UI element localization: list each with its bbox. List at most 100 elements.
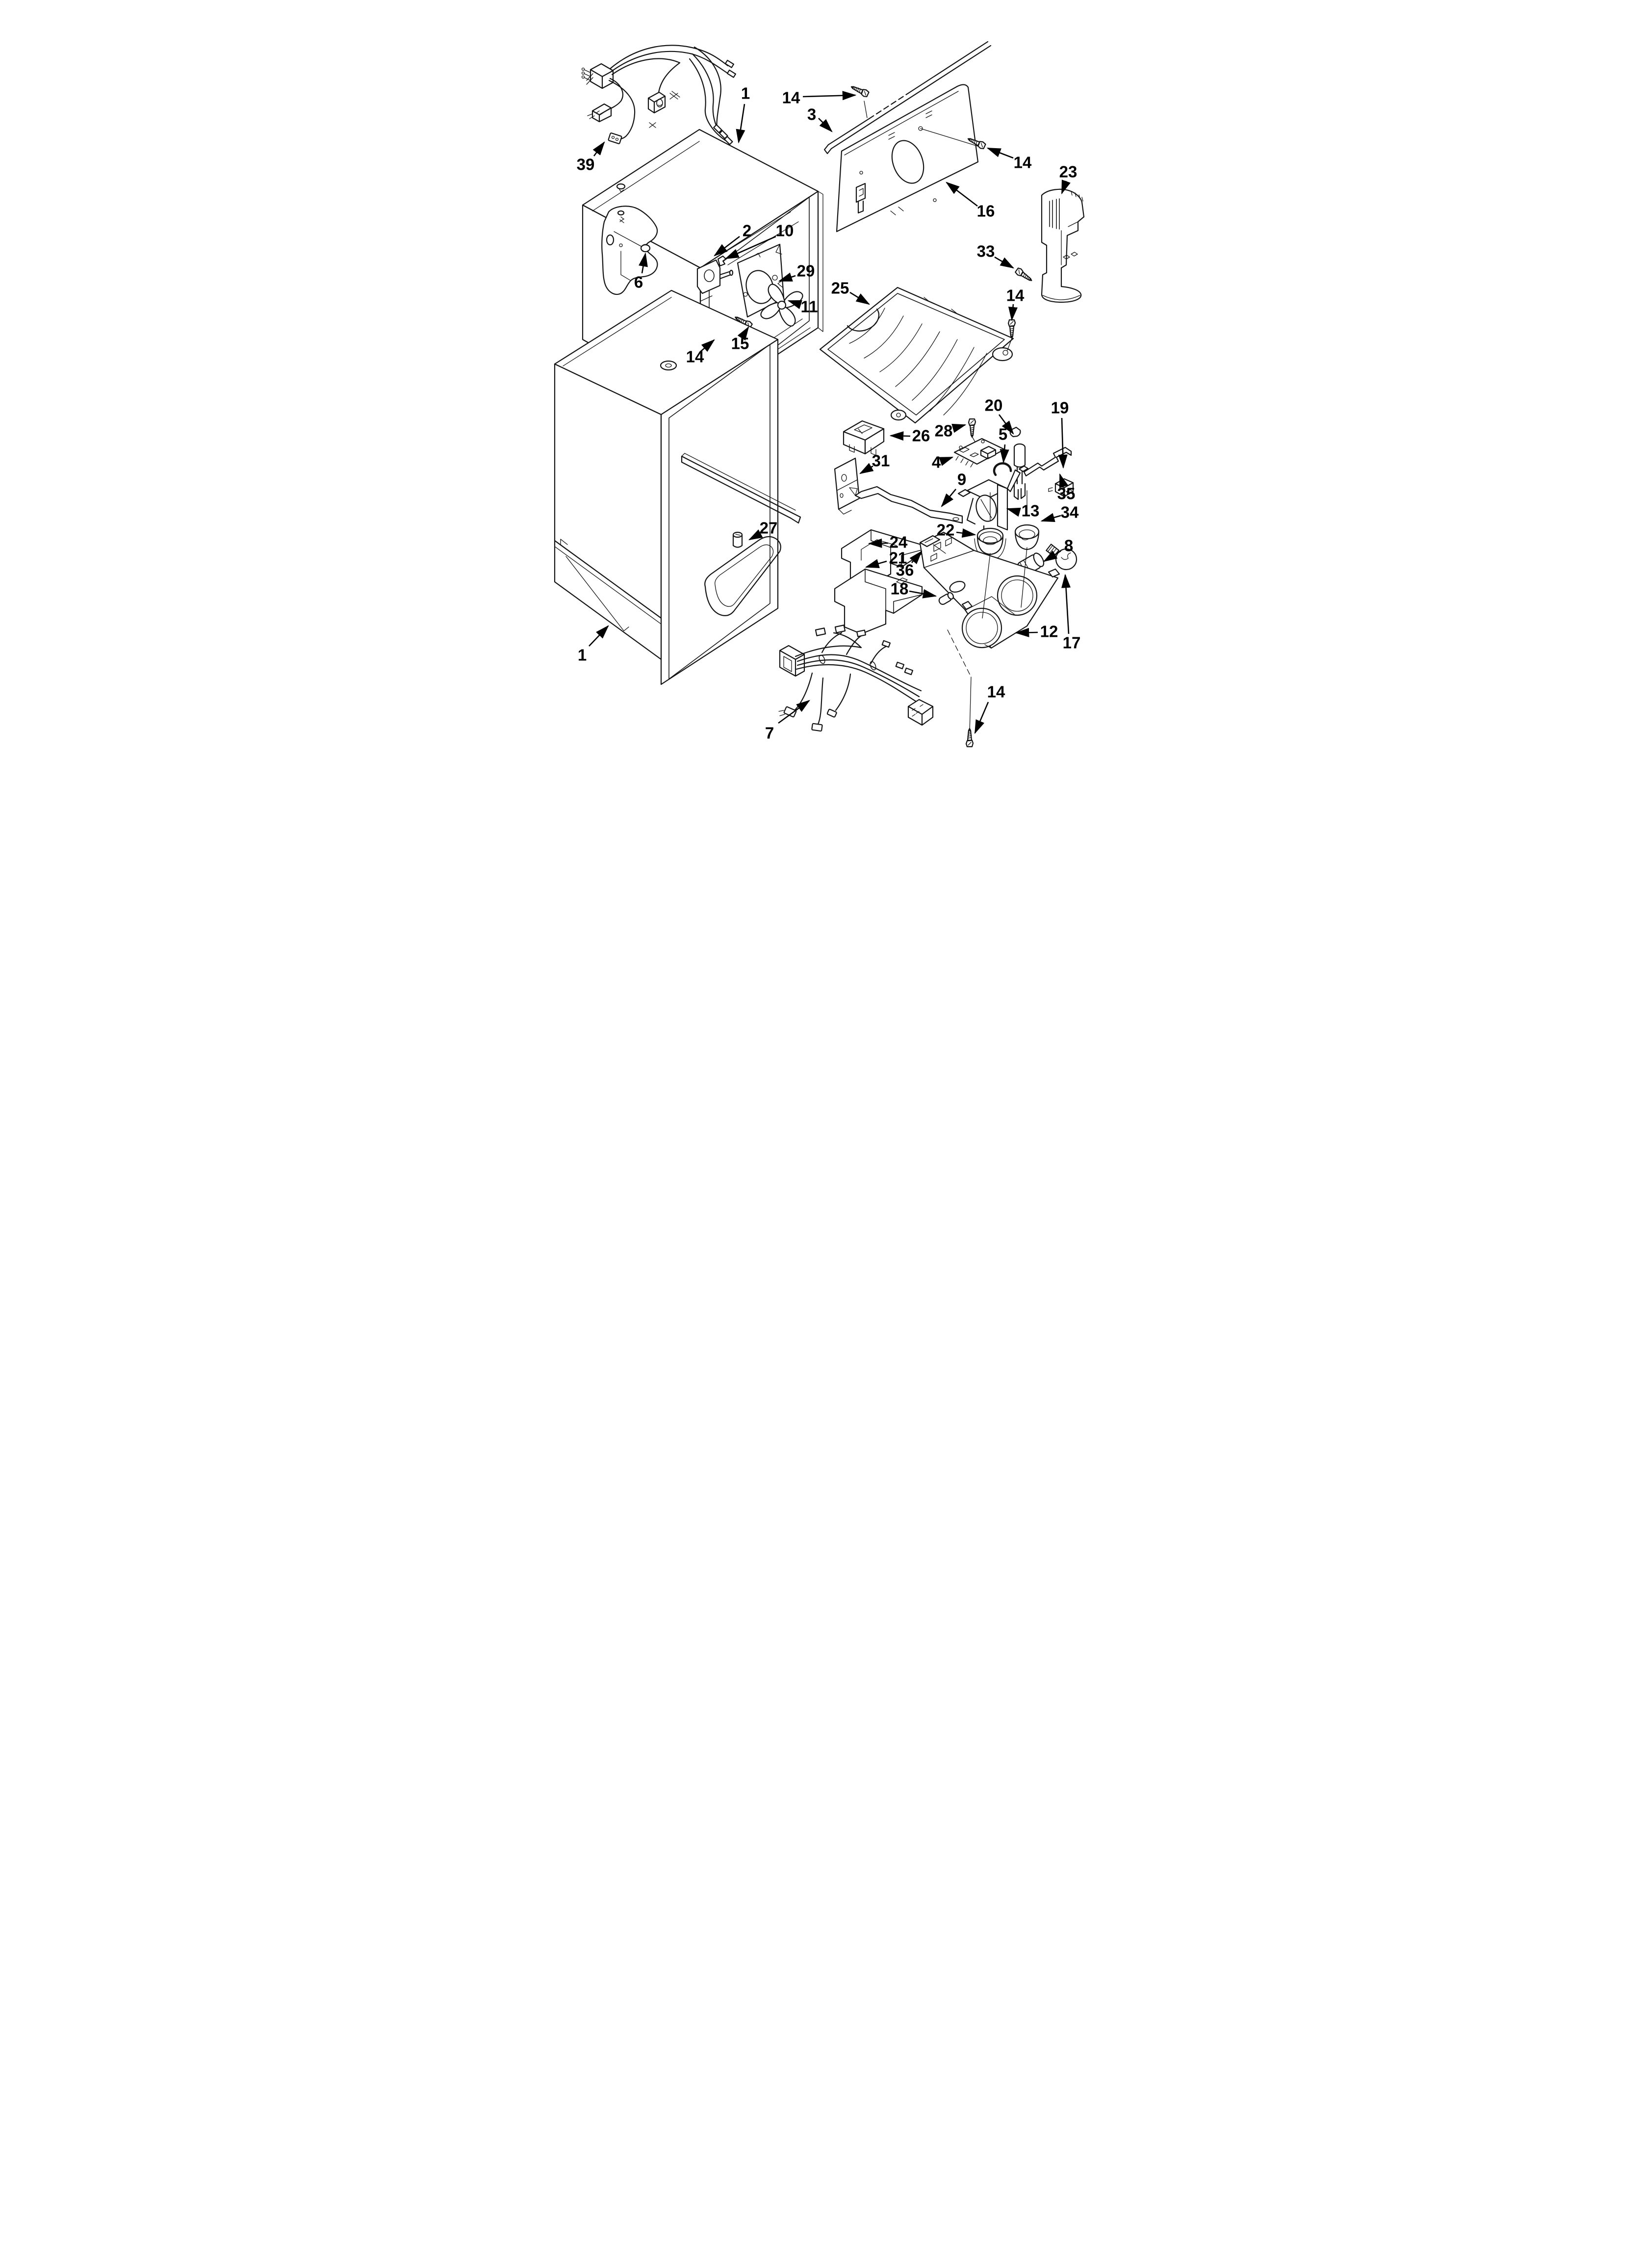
fan-motor-2 xyxy=(696,259,734,302)
callout-arrow-36 xyxy=(909,550,923,565)
callout-label-24: 24 xyxy=(890,533,908,551)
callout-arrow-25 xyxy=(849,291,871,305)
control-console-12 xyxy=(919,531,1060,649)
callout-29: 29 xyxy=(778,262,815,282)
callout-21: 21 xyxy=(865,549,907,568)
callout-11: 11 xyxy=(787,298,818,316)
callout-label-14d: 14 xyxy=(686,348,704,366)
callout-label-14b: 14 xyxy=(1014,154,1032,172)
callout-14b: 14 xyxy=(986,147,1032,172)
callout-arrow-28 xyxy=(951,423,967,433)
callout-14d: 14 xyxy=(686,339,715,366)
fresh-food-liner xyxy=(554,289,801,685)
callout-arrow-5 xyxy=(1000,444,1009,464)
harness-connector-3pin xyxy=(587,103,612,123)
callout-26: 26 xyxy=(889,427,930,445)
callout-16: 16 xyxy=(946,182,995,220)
callout-arrow-29 xyxy=(778,272,796,282)
callout-arrow-16 xyxy=(946,182,978,207)
callout-label-5: 5 xyxy=(999,425,1007,443)
callout-19: 19 xyxy=(1051,399,1069,469)
callout-arrow-14d xyxy=(700,339,715,352)
callout-label-7: 7 xyxy=(765,724,774,742)
callout-arrow-1b xyxy=(589,625,609,647)
callout-label-31: 31 xyxy=(872,452,890,470)
callout-1a: 1 xyxy=(736,84,750,144)
top-trim-rail xyxy=(823,41,992,155)
callout-25: 25 xyxy=(831,279,871,305)
callout-label-35: 35 xyxy=(1057,485,1076,503)
callout-arrow-31 xyxy=(859,463,874,474)
callout-label-6: 6 xyxy=(634,273,643,291)
callout-label-25: 25 xyxy=(831,279,849,297)
callout-arrow-18 xyxy=(909,589,937,599)
callout-arrow-15 xyxy=(737,326,749,341)
callout-arrow-17 xyxy=(1061,574,1071,634)
callout-22: 22 xyxy=(937,521,976,539)
callout-3: 3 xyxy=(807,105,833,132)
callout-arrow-14a xyxy=(802,91,857,101)
callout-36: 36 xyxy=(896,550,923,579)
callout-23: 23 xyxy=(1059,163,1078,195)
callout-label-1a: 1 xyxy=(741,84,750,103)
grommet-6 xyxy=(640,244,651,253)
floor-pan xyxy=(704,536,781,617)
callout-8: 8 xyxy=(1043,537,1073,562)
callout-arrow-11 xyxy=(787,300,802,310)
callout-15: 15 xyxy=(731,326,749,353)
callout-arrow-3 xyxy=(818,118,833,132)
screw-14-tray xyxy=(1007,319,1016,339)
callout-label-12: 12 xyxy=(1040,623,1058,641)
callout-34: 34 xyxy=(1040,503,1079,522)
bracket-35 xyxy=(1018,446,1072,477)
callout-arrow-10 xyxy=(724,235,776,260)
callout-17: 17 xyxy=(1061,574,1080,652)
callout-label-3: 3 xyxy=(807,105,816,124)
callout-14c: 14 xyxy=(1006,287,1025,321)
callout-arrow-7 xyxy=(778,700,810,724)
callout-28: 28 xyxy=(935,422,967,440)
roller-27 xyxy=(732,531,743,548)
callout-arrow-14c xyxy=(1008,304,1018,321)
callout-label-19: 19 xyxy=(1051,399,1069,417)
cup-34 xyxy=(1014,524,1040,550)
callout-5: 5 xyxy=(999,425,1009,464)
drain-gasket-panel xyxy=(601,206,658,295)
callout-2: 2 xyxy=(714,222,751,257)
screw-28 xyxy=(968,418,976,438)
callout-10: 10 xyxy=(724,222,794,260)
callout-label-8: 8 xyxy=(1064,537,1073,555)
plug-18 xyxy=(938,592,954,605)
callout-13: 13 xyxy=(1006,502,1039,520)
cover-plate-31 xyxy=(834,457,860,515)
callout-arrow-35 xyxy=(1059,473,1069,488)
callout-20: 20 xyxy=(985,396,1014,435)
callout-arrow-24 xyxy=(868,538,889,548)
bottom-wire-harness-7 xyxy=(778,625,934,732)
callout-arrow-27 xyxy=(748,529,763,541)
callout-1b: 1 xyxy=(578,625,609,664)
top-wire-harness-39 xyxy=(581,45,737,145)
callout-label-28: 28 xyxy=(935,422,953,440)
callout-label-23: 23 xyxy=(1059,163,1078,181)
callout-label-33: 33 xyxy=(977,242,995,261)
callout-label-22: 22 xyxy=(937,521,955,539)
callout-arrow-23 xyxy=(1061,180,1071,195)
callout-arrow-14e xyxy=(974,702,989,734)
callout-arrow-22 xyxy=(956,528,976,538)
callout-arrow-19 xyxy=(1058,417,1068,469)
callout-arrow-13 xyxy=(1006,507,1021,517)
air-duct-tower-23 xyxy=(1041,188,1085,303)
callout-35: 35 xyxy=(1057,473,1076,503)
callout-arrow-6 xyxy=(639,252,648,274)
callout-label-21: 21 xyxy=(889,549,907,567)
callout-arrow-4 xyxy=(939,456,954,466)
harness7-right-connector xyxy=(907,699,934,726)
callout-label-36: 36 xyxy=(896,561,914,579)
callout-label-14c: 14 xyxy=(1006,287,1025,305)
callout-label-16: 16 xyxy=(977,202,995,220)
callout-label-39: 39 xyxy=(577,156,595,174)
callout-label-11: 11 xyxy=(801,298,818,316)
